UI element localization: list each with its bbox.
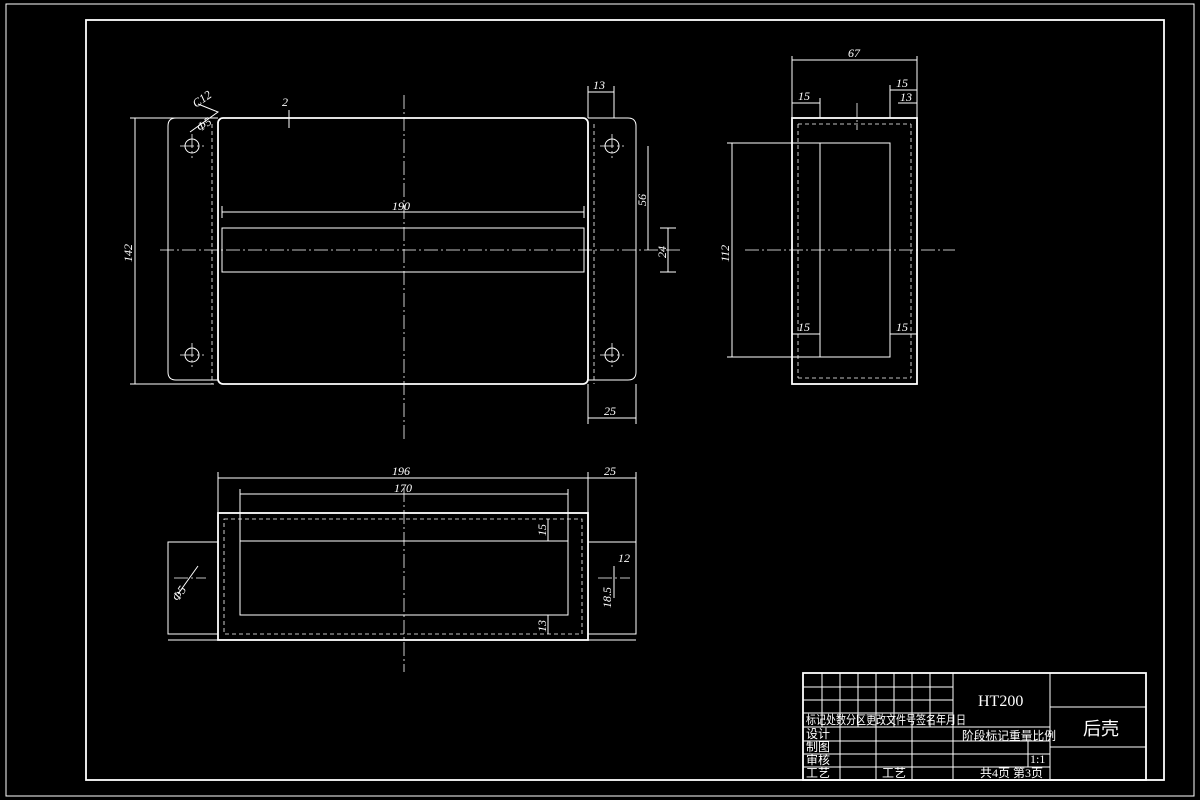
title-block: 标记处数分区更改文件号签名年月日 设计 制图 审核 工艺 工艺 HT200 阶段… bbox=[802, 672, 1147, 781]
dim-190: 190 bbox=[392, 199, 410, 213]
dim-170: 170 bbox=[394, 481, 412, 495]
dim-side-15c: 15 bbox=[798, 320, 810, 334]
material-label: HT200 bbox=[978, 693, 1023, 710]
top-view: 196 25 170 15 12 18.5 13 Φ5 bbox=[167, 464, 637, 672]
stage-weight-scale-label: 阶段标记重量比例 bbox=[962, 728, 1056, 743]
dim-side-15b: 15 bbox=[896, 76, 908, 90]
mount-hole bbox=[600, 343, 624, 367]
dim-top-12: 12 bbox=[618, 551, 630, 565]
part-name: 后壳 bbox=[1083, 719, 1119, 739]
mount-hole bbox=[600, 134, 624, 158]
dim-13: 13 bbox=[593, 78, 605, 92]
dim-top-25: 25 bbox=[604, 464, 616, 478]
title-drafting: 制图 bbox=[806, 740, 830, 754]
title-design: 设计 bbox=[806, 727, 830, 741]
dim-2: 2 bbox=[282, 95, 288, 109]
sheet-count: 共4页 第3页 bbox=[980, 766, 1043, 780]
side-view: 67 15 15 13 112 15 15 bbox=[718, 46, 955, 385]
front-view: 190 142 13 56 24 25 2 C12 Φ5 bbox=[121, 78, 680, 442]
title-header-row: 标记处数分区更改文件号签名年月日 bbox=[806, 712, 966, 727]
dim-top-13: 13 bbox=[535, 620, 549, 632]
scale-value: 1:1 bbox=[1030, 752, 1045, 766]
title-process-2: 工艺 bbox=[882, 766, 906, 780]
dim-142: 142 bbox=[121, 244, 135, 262]
dim-24: 24 bbox=[655, 246, 669, 258]
title-review: 审核 bbox=[806, 752, 830, 767]
dim-side-15d: 15 bbox=[896, 320, 908, 334]
mount-hole bbox=[180, 343, 204, 367]
dim-56: 56 bbox=[635, 194, 649, 206]
dim-18-5: 18.5 bbox=[600, 587, 614, 608]
mount-hole bbox=[180, 134, 204, 158]
outer-border bbox=[5, 3, 1195, 797]
dim-25: 25 bbox=[604, 404, 616, 418]
dim-67: 67 bbox=[848, 46, 861, 60]
title-process: 工艺 bbox=[806, 766, 830, 780]
dim-112: 112 bbox=[718, 245, 732, 262]
dim-side-15: 15 bbox=[798, 89, 810, 103]
dim-top-15: 15 bbox=[535, 524, 549, 536]
dim-196: 196 bbox=[392, 464, 410, 478]
drawing-frame bbox=[85, 19, 1165, 781]
dim-side-13: 13 bbox=[900, 90, 912, 104]
